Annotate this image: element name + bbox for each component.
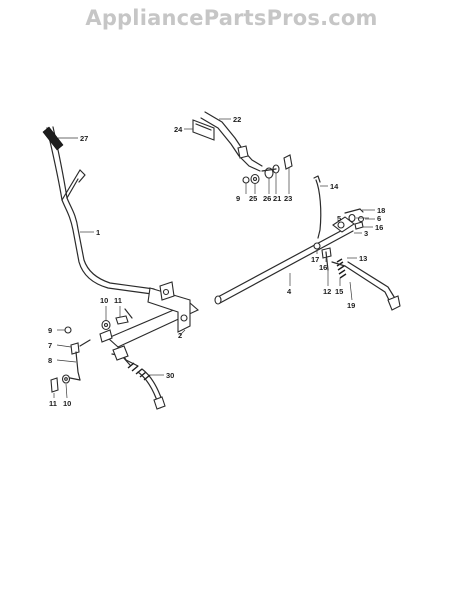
callout-8: 8 [48, 356, 52, 365]
callout-24: 24 [174, 125, 183, 134]
pin-part-18 [344, 208, 361, 214]
callout-3: 3 [364, 229, 368, 238]
callout-27: 27 [80, 134, 88, 143]
callout-19: 19 [347, 301, 355, 310]
bracket-part-22 [200, 111, 263, 172]
callout-17: 17 [311, 255, 319, 264]
callout-12: 12 [323, 287, 331, 296]
bushing-part-7 [70, 342, 80, 355]
clip-part-16 [354, 221, 364, 230]
callout-15: 15 [335, 287, 343, 296]
callout-9-lower: 9 [48, 326, 52, 335]
callout-14: 14 [330, 182, 339, 191]
callout-18: 18 [377, 206, 385, 215]
callout-9: 9 [236, 194, 240, 203]
callout-22: 22 [233, 115, 241, 124]
pedal-grip-part-27 [42, 126, 64, 151]
bolt-part-11b [50, 377, 59, 393]
link-part-13 [331, 261, 346, 267]
rod-part-14 [313, 175, 322, 239]
leader-lines [53, 118, 375, 399]
bolt-part-11a [115, 315, 129, 325]
callout-26: 26 [263, 194, 271, 203]
callout-10-lower: 10 [63, 399, 71, 408]
nut-part-17 [313, 242, 321, 250]
callout-7: 7 [48, 341, 52, 350]
callout-23: 23 [284, 194, 292, 203]
callout-2: 2 [178, 331, 182, 340]
callout-11: 11 [114, 296, 122, 305]
callout-labels: 27 22 24 9 25 26 21 23 14 18 5 6 16 3 1 … [48, 115, 385, 408]
rod-part-12 [325, 251, 329, 271]
hardware-group-upper [242, 154, 293, 185]
callout-16: 16 [375, 223, 383, 232]
frame-part-2 [99, 281, 199, 367]
pad-part-24 [192, 119, 215, 141]
rod-part-19 [344, 265, 393, 307]
link-part-8 [75, 351, 81, 381]
washer-part-6 [357, 215, 365, 223]
callout-10: 10 [100, 296, 108, 305]
callout-25: 25 [249, 194, 257, 203]
callout-4: 4 [287, 287, 292, 296]
callout-30: 30 [166, 371, 174, 380]
pedal-lever-part-1 [46, 126, 155, 295]
washer-part-9 [242, 176, 250, 184]
hardware-group-mid [101, 308, 133, 331]
linkage-group-lower-right [313, 242, 401, 311]
bushing-part-5 [348, 213, 356, 223]
hardware-group-left [64, 326, 91, 381]
callout-21: 21 [273, 194, 281, 203]
spring-part-15 [336, 258, 347, 279]
spring-rod-part-30 [127, 362, 166, 410]
callout-11-lower: 11 [49, 399, 57, 408]
hardware-group-bottom-left [50, 374, 81, 393]
callout-5: 5 [337, 214, 341, 223]
callout-1: 1 [96, 228, 100, 237]
cross-shaft-part-4 [214, 225, 354, 305]
bolt-part-23 [283, 154, 293, 170]
watermark-text: AppliancePartsPros.com [85, 6, 378, 30]
callout-13: 13 [359, 254, 367, 263]
callout-16-lower: 16 [319, 263, 327, 272]
washer-part-9b [64, 326, 72, 334]
callout-6: 6 [377, 214, 381, 223]
